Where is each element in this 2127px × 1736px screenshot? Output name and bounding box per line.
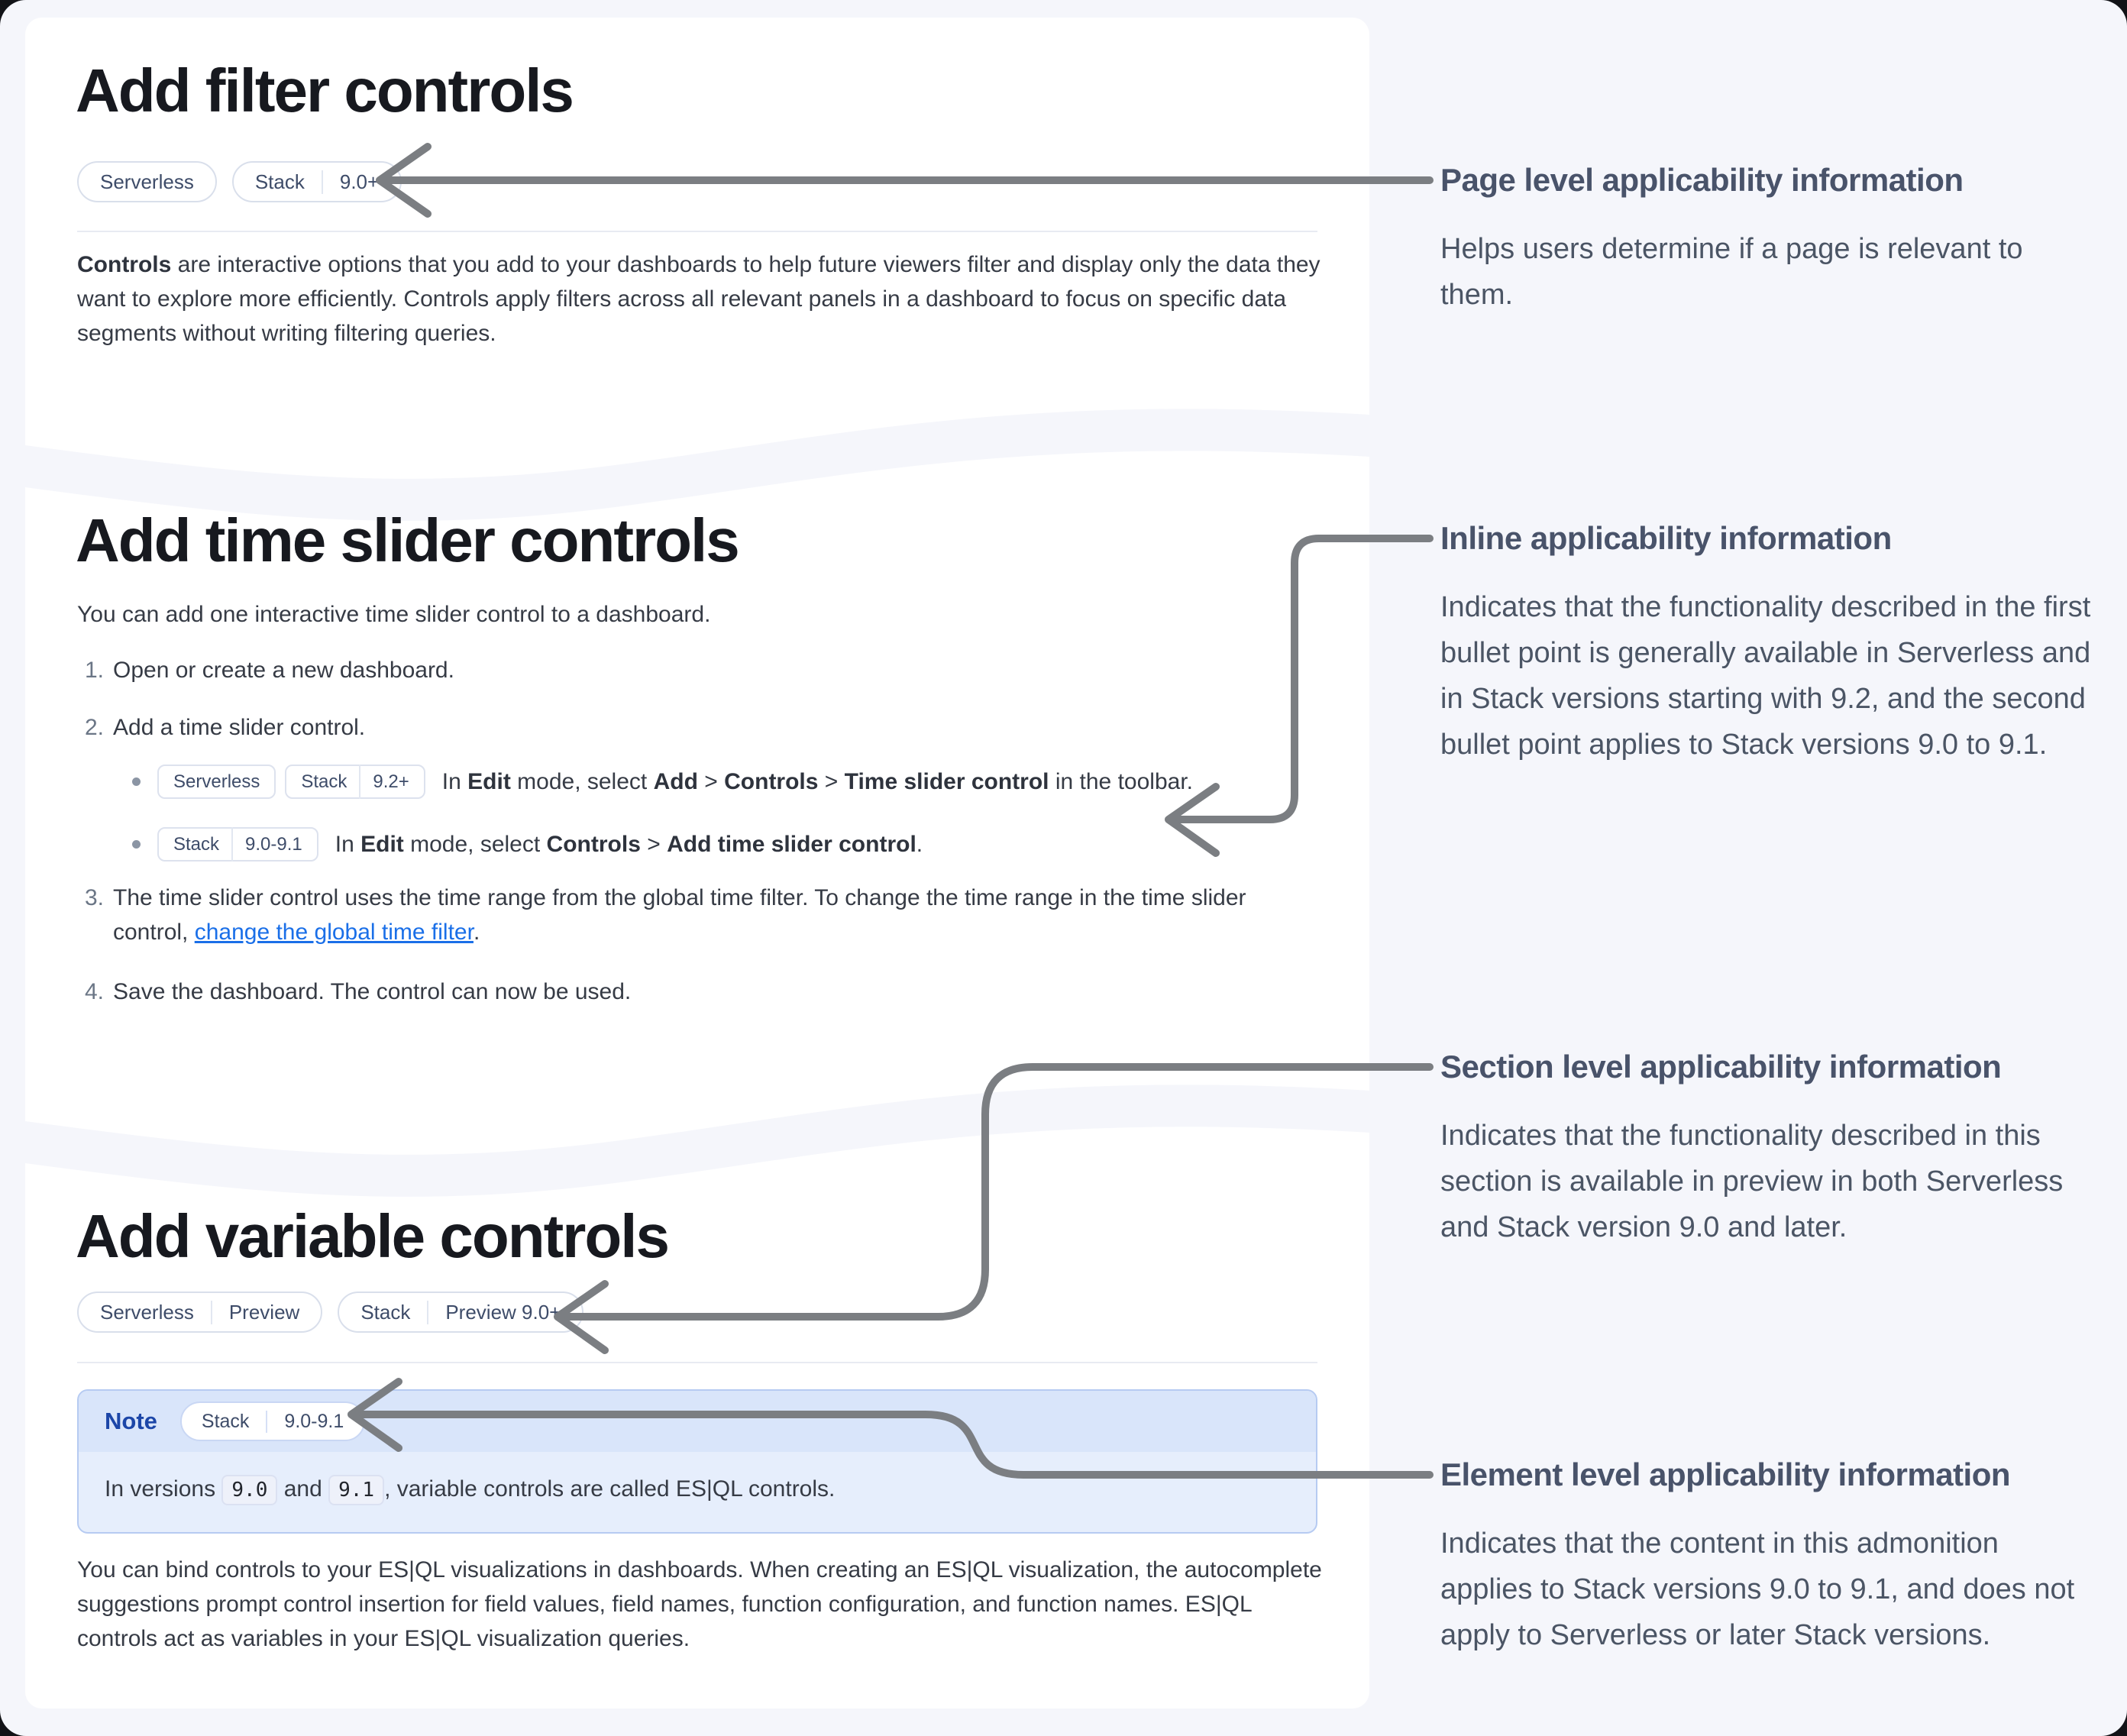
text-run: mode, select [510,768,654,794]
text-run: > [640,831,668,857]
text-run: . [473,920,480,945]
annotation-body: Indicates that the functionality describ… [1440,1120,2064,1243]
wave-divider-top [25,409,1369,521]
wave-divider-bottom [25,1085,1369,1197]
list-item-stack-90-91: Stack 9.0-9.1 In Edit mode, select Contro… [132,826,923,862]
text-run: and [277,1476,329,1502]
badge-stack-version: Stack 9.2+ [285,764,425,799]
text-run: > [697,768,725,794]
annotation-element-level: Element level applicability information … [1440,1455,2096,1658]
badge-segment: Stack [360,1300,411,1324]
annotation-title: Inline applicability information [1440,520,1892,556]
bullet-text: In Edit mode, select Add > Controls > Ti… [442,765,1193,799]
annotation-body: Indicates that the content in this admon… [1440,1527,2075,1651]
badge-stack-version: Stack 9.0-9.1 [157,826,318,862]
text-run: , variable controls are called ES|QL con… [384,1476,836,1502]
bullet-icon [132,839,141,849]
badge-segment: 9.0-9.1 [266,1410,344,1433]
badge-segment: 9.2+ [359,764,409,799]
text-run: in the toolbar. [1049,768,1193,794]
badge-serverless-preview: Serverless Preview [77,1291,323,1333]
step-number: 2. [85,715,105,740]
divider [77,231,1317,232]
text-run: Edit [360,831,404,857]
badge-segment: Stack [173,833,220,855]
step-text: The time slider control uses the time ra… [113,881,1317,949]
text-run: Controls [546,831,641,857]
content-panel: Add filter controls Serverless Stack 9.0+… [25,18,1369,1709]
text-run: are interactive options that you add to … [77,252,1320,346]
badge-stack-version: Stack 9.0-9.1 [179,1401,366,1441]
section-title-time-slider: Add time slider controls [76,506,740,574]
section-title-variable: Add variable controls [76,1202,670,1270]
text-run: > [818,768,845,794]
list-item-serverless-stack-92: Serverless Stack 9.2+ In Edit mode, selec… [132,763,1193,800]
step-text: Save the dashboard. The control can now … [113,975,1317,1009]
annotation-title: Section level applicability information [1440,1049,2002,1085]
annotation-body: Indicates that the functionality describ… [1440,591,2091,761]
global-time-filter-link[interactable]: change the global time filter [194,920,474,945]
inline-code: 9.1 [328,1475,385,1505]
badge-serverless: Serverless [157,764,276,799]
text-run: Add time slider control [667,831,916,857]
badge-segment: Preview [210,1300,299,1324]
step-4: 4. Save the dashboard. The control can n… [85,975,1317,1009]
step-number: 1. [85,658,105,683]
note-admonition: Note Stack 9.0-9.1 In versions 9.0 and 9.… [77,1389,1317,1534]
note-label: Note [105,1408,157,1434]
text-run: Controls [724,768,819,794]
badge-segment: Serverless [173,771,260,792]
badge-segment: Stack [301,771,347,792]
text-run: Save the dashboard. The control can now … [113,979,632,1004]
intro-paragraph: Controls are interactive options that yo… [77,247,1324,351]
badge-segment: 9.0-9.1 [231,826,302,862]
time-slider-intro: You can add one interactive time slider … [77,602,711,627]
inline-code: 9.0 [221,1475,278,1505]
badge-segment: 9.0+ [321,170,379,194]
step-3: 3. The time slider control uses the time… [85,881,1317,949]
annotation-title: Page level applicability information [1440,162,1964,198]
annotation-body: Helps users determine if a page is relev… [1440,233,2023,311]
badge-serverless: Serverless [77,161,217,202]
annotation-title: Element level applicability information [1440,1456,2011,1492]
bullet-text: In Edit mode, select Controls > Add time… [335,827,923,862]
page-title: Add filter controls [76,57,574,124]
text-run: Open or create a new dashboard. [113,658,454,683]
note-body: In versions 9.0 and 9.1, variable contro… [79,1452,1316,1532]
text-run: Add [653,768,698,794]
step-text: Open or create a new dashboard. [113,653,1317,687]
step-text: Add a time slider control. [113,710,1317,745]
note-header: Note Stack 9.0-9.1 [79,1391,1316,1452]
badge-stack-version: Stack 9.0+ [231,161,402,202]
bullet-icon [132,777,141,786]
badge-stack-preview-version: Stack Preview 9.0+ [338,1291,584,1333]
step-number: 4. [85,979,105,1004]
annotation-inline-level: Inline applicability information Indicat… [1440,519,2096,768]
esql-paragraph: You can bind controls to your ES|QL visu… [77,1557,1322,1651]
badge-segment: Stack [201,1410,250,1432]
text-run: Controls [77,252,172,277]
text-run: Time slider control [844,768,1049,794]
badge-segment: Serverless [100,170,194,193]
text-run: In versions [105,1476,222,1502]
page-applicability-badges: Serverless Stack 9.0+ [77,161,402,202]
badge-segment: Serverless [100,1300,194,1324]
text-run: . [916,831,923,857]
step-1: 1. Open or create a new dashboard. [85,653,1317,687]
annotation-section-level: Section level applicability information … [1440,1047,2096,1250]
badge-segment: Stack [254,170,305,193]
text-run: mode, select [403,831,547,857]
text-run: Edit [467,768,511,794]
section-applicability-badges: Serverless Preview Stack Preview 9.0+ [77,1291,584,1333]
step-number: 3. [85,885,105,910]
text-run: In [441,768,468,794]
annotation-page-level: Page level applicability information Hel… [1440,160,2096,318]
text-run: In [335,831,361,857]
badge-segment: Preview 9.0+ [427,1300,561,1324]
text-run: The time slider control uses the time ra… [113,885,1246,945]
divider [77,1362,1317,1363]
text-run: Add a time slider control. [113,715,366,740]
step-2: 2. Add a time slider control. [85,710,1317,745]
